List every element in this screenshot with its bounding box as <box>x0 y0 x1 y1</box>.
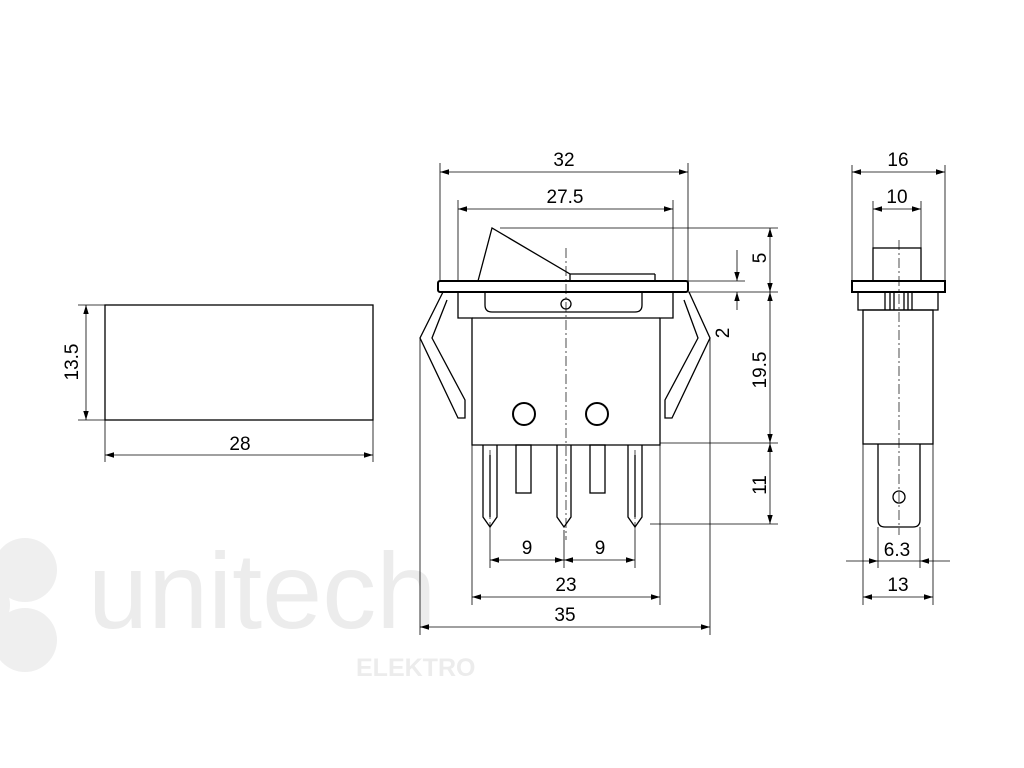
side-tab-hole <box>892 490 906 504</box>
watermark-brand: unitech <box>88 530 436 651</box>
switch-main-view: 32 27.5 5 2 19.5 11 9 9 <box>419 150 778 635</box>
side-terminal-tab <box>877 444 921 528</box>
side-main-body <box>862 309 934 445</box>
watermark: unitech ELEKTRO <box>0 530 475 682</box>
dim-terminal-span: 23 <box>555 575 576 596</box>
dim-inner-top: 27.5 <box>547 187 584 208</box>
dim-side-inner: 10 <box>886 187 907 208</box>
front-view: 28 13.5 <box>62 304 374 462</box>
tab-right <box>589 444 606 494</box>
terminal-pin-2 <box>556 445 572 529</box>
dim-tab-width: 6.3 <box>884 540 910 561</box>
side-upper-body <box>857 292 939 311</box>
dim-rocker-height: 5 <box>750 253 771 264</box>
watermark-sub: ELEKTRO <box>356 654 475 682</box>
tab-left <box>515 444 532 494</box>
bezel <box>437 280 689 293</box>
dim-overall-bottom: 35 <box>554 605 575 626</box>
dim-overall-top: 32 <box>553 150 574 171</box>
dim-front-width: 28 <box>229 434 250 455</box>
body-hole-left <box>512 402 536 426</box>
side-bezel <box>851 280 946 293</box>
side-rocker <box>872 247 922 282</box>
latch-spring-right <box>664 291 711 419</box>
switch-body <box>457 292 674 446</box>
rocker <box>477 227 571 282</box>
dim-front-height: 13.5 <box>62 344 83 381</box>
dim-body-height: 19.5 <box>750 352 771 389</box>
dim-side-top: 16 <box>887 150 908 171</box>
body-hole-right <box>585 402 609 426</box>
dim-side-body: 13 <box>887 575 908 596</box>
front-rectangle <box>104 304 374 421</box>
dim-flange: 2 <box>713 328 734 339</box>
switch-side-view: 16 10 6.3 13 <box>846 150 950 605</box>
dim-pitch-left: 9 <box>522 538 533 559</box>
dim-pitch-right: 9 <box>595 538 606 559</box>
clip-recess <box>484 292 643 313</box>
unitech-logo-icon <box>0 538 57 672</box>
dim-terminal-length: 11 <box>750 475 771 495</box>
